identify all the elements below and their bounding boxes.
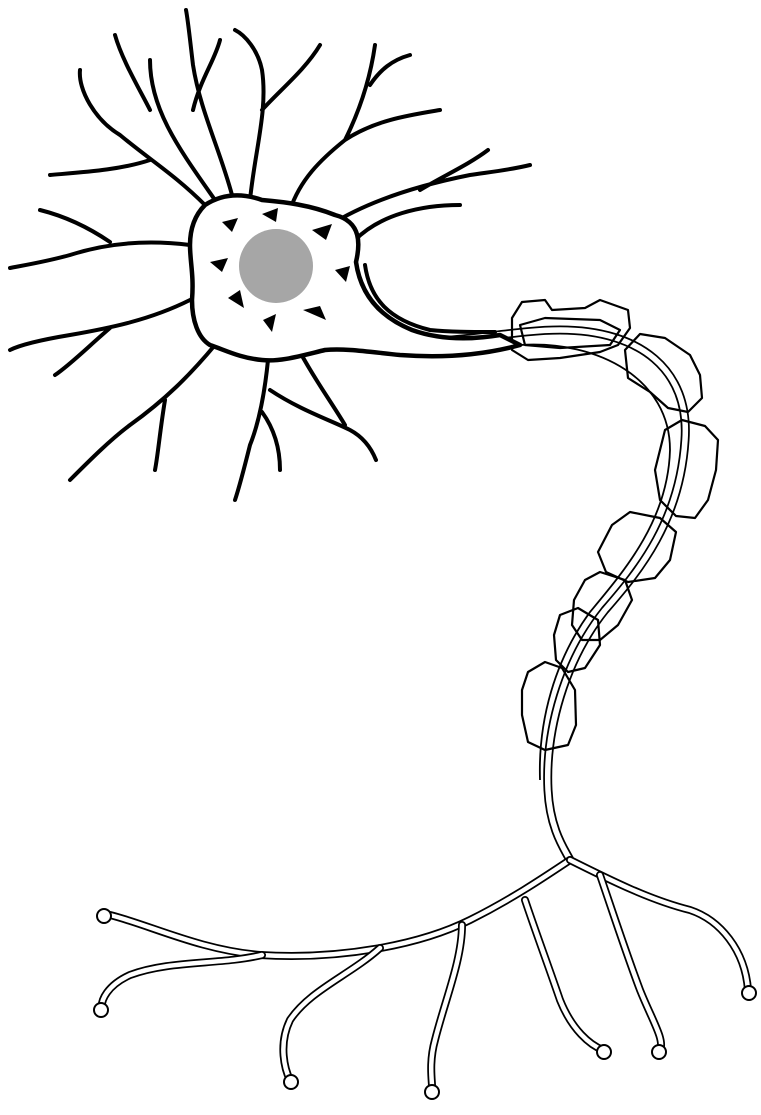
terminal-branch-outer: [570, 860, 748, 990]
synaptic-bouton: [652, 1045, 666, 1059]
dendrite: [330, 150, 530, 225]
synaptic-bouton: [742, 986, 756, 1000]
synaptic-bouton: [425, 1085, 439, 1099]
dendrite: [290, 45, 440, 210]
synaptic-bouton: [94, 1003, 108, 1017]
nucleus: [239, 229, 313, 303]
axon-inner: [340, 330, 685, 860]
dendrite: [300, 352, 345, 425]
myelin-sheath: [512, 300, 718, 750]
synaptic-bouton: [597, 1045, 611, 1059]
terminal-branch-outer: [525, 900, 603, 1050]
axon-outer: [340, 330, 685, 860]
axon-terminals: [94, 860, 756, 1099]
dendrite: [50, 70, 205, 205]
dendrite: [10, 210, 190, 268]
dendrite: [235, 360, 376, 500]
dendrite: [70, 345, 215, 480]
terminal-branch-outer: [283, 948, 380, 1080]
terminal-branch-outer: [110, 860, 570, 956]
terminal-branch-inner: [102, 955, 262, 1010]
synaptic-bouton: [284, 1075, 298, 1089]
dendrite: [115, 35, 215, 200]
synaptic-bouton: [97, 909, 111, 923]
dendrite: [10, 300, 190, 375]
axon: [340, 330, 685, 860]
